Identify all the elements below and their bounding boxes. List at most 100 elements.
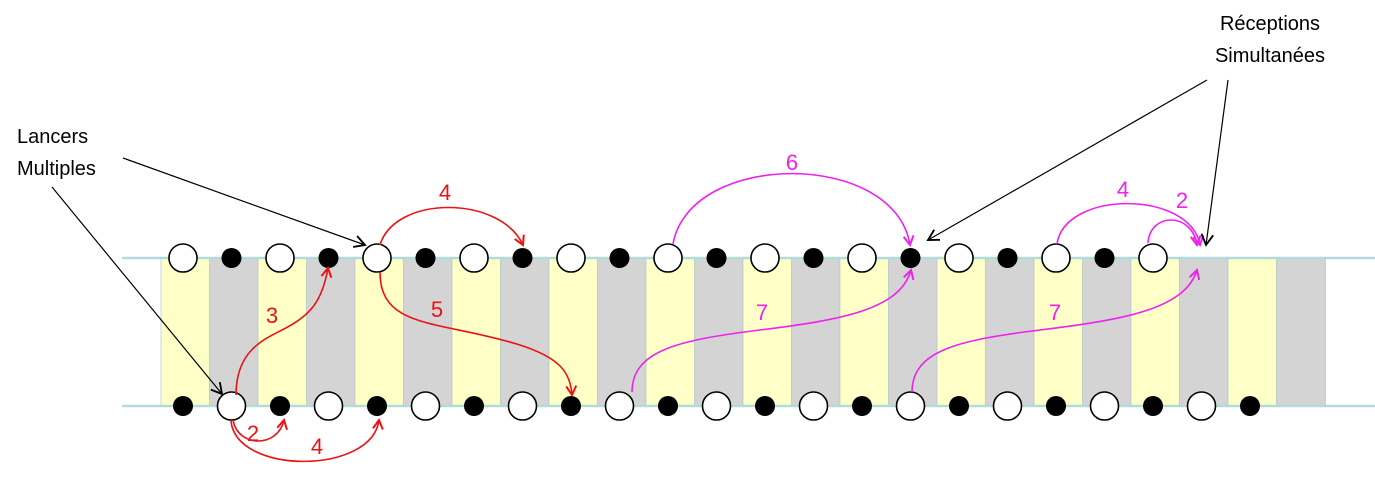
time-band: [500, 257, 550, 407]
filled-beat-dot: [1143, 396, 1163, 416]
time-band: [548, 257, 599, 407]
throw-arc-7-first: [631, 270, 911, 393]
throw-arc-4-magenta: [1056, 202, 1200, 245]
throw-label: 4: [1117, 177, 1129, 202]
time-band: [936, 257, 987, 407]
filled-beat-dot: [949, 396, 969, 416]
time-band: [597, 257, 647, 407]
open-beat-circle: [1138, 243, 1168, 273]
filled-beat-dot: [997, 248, 1018, 268]
open-beat-circle: [604, 391, 635, 421]
filled-beat-dot: [1094, 248, 1115, 268]
squeeze-pointer-left: [926, 79, 1208, 241]
time-band: [160, 257, 211, 407]
time-band: [354, 257, 405, 407]
throw-label: 6: [786, 150, 798, 175]
annotation-pointers: [51, 79, 1229, 396]
open-beat-circle: [701, 391, 732, 421]
filled-beat-dot: [755, 396, 775, 416]
throw-label: 5: [431, 297, 443, 322]
open-beat-circle: [653, 243, 683, 273]
throw-arc-2-magenta: [1147, 219, 1197, 245]
throw-arc-4-top: [379, 206, 523, 246]
time-band: [645, 257, 696, 407]
squeeze-label-line1: Réceptions: [1220, 13, 1320, 35]
time-band: [1130, 257, 1181, 407]
open-beat-circle: [895, 391, 926, 421]
filled-beat-dot: [415, 248, 436, 268]
filled-beat-dot: [1046, 396, 1066, 416]
time-band: [1179, 257, 1229, 407]
time-band: [1276, 257, 1326, 407]
open-beat-circle: [798, 391, 829, 421]
filled-beat-dot: [512, 248, 533, 268]
time-band: [791, 257, 841, 407]
filled-beat-dot: [270, 396, 290, 416]
time-band: [1227, 257, 1278, 407]
filled-beat-dot: [464, 396, 484, 416]
squeeze-pointer-right: [1200, 79, 1229, 247]
filled-beat-dot: [561, 396, 581, 416]
throw-arc-4-bottom: [230, 420, 379, 463]
timeline-bands: [160, 257, 1326, 407]
multiplex-label-line2: Multiples: [17, 158, 96, 180]
throw-arc-6: [672, 172, 910, 245]
open-beat-circle: [168, 243, 198, 273]
open-beat-circle: [1041, 243, 1071, 273]
open-beat-circle: [410, 391, 441, 421]
red-throws: 4 5 3 2 4: [230, 180, 572, 463]
multiplex-pointer-lower: [51, 186, 224, 396]
throw-arc-3: [235, 268, 328, 396]
throw-label: 7: [756, 300, 768, 325]
time-band: [694, 257, 744, 407]
open-beat-circle: [1186, 391, 1217, 421]
filled-beat-dot: [658, 396, 678, 416]
time-band: [306, 257, 356, 407]
magenta-throws: 6 7 7 4 2: [631, 150, 1200, 393]
open-beat-circle: [313, 391, 344, 421]
throw-label: 2: [247, 421, 259, 446]
filled-beat-dot: [803, 248, 824, 268]
time-band: [403, 257, 453, 407]
throw-arc-5: [379, 271, 572, 395]
throw-label: 4: [439, 180, 451, 205]
open-beat-circle: [507, 391, 538, 421]
time-band: [1082, 257, 1132, 407]
open-beat-circle: [459, 243, 489, 273]
beat-markers: [168, 243, 1260, 421]
filled-beat-dot: [900, 248, 921, 268]
throw-label: 3: [266, 303, 278, 328]
open-beat-circle: [944, 243, 974, 273]
open-beat-circle: [1089, 391, 1120, 421]
filled-beat-dot: [367, 396, 387, 416]
filled-beat-dot: [1240, 396, 1260, 416]
filled-beat-dot: [706, 248, 727, 268]
throw-label: 7: [1049, 300, 1061, 325]
time-band: [257, 257, 308, 407]
time-band: [742, 257, 793, 407]
filled-beat-dot: [318, 248, 339, 268]
throw-label: 2: [1176, 188, 1188, 213]
multiplex-label-line1: Lancers: [17, 126, 88, 148]
open-beat-circle: [216, 391, 247, 421]
time-band: [1033, 257, 1084, 407]
throw-arc-2-bottom: [232, 420, 284, 442]
filled-beat-dot: [609, 248, 630, 268]
open-beat-circle: [750, 243, 780, 273]
filled-beat-dot: [852, 396, 872, 416]
open-beat-circle: [362, 243, 392, 273]
throw-arc-7-second: [911, 270, 1197, 393]
open-beat-circle: [265, 243, 295, 273]
multiplex-pointer-upper: [122, 157, 367, 248]
open-beat-circle: [992, 391, 1023, 421]
time-band: [839, 257, 890, 407]
open-beat-circle: [847, 243, 877, 273]
open-beat-circle: [556, 243, 586, 273]
throw-label: 4: [311, 434, 323, 459]
filled-beat-dot: [221, 248, 242, 268]
time-band: [451, 257, 502, 407]
time-band: [209, 257, 259, 407]
filled-beat-dot: [173, 396, 193, 416]
squeeze-label-line2: Simultanées: [1215, 45, 1325, 67]
